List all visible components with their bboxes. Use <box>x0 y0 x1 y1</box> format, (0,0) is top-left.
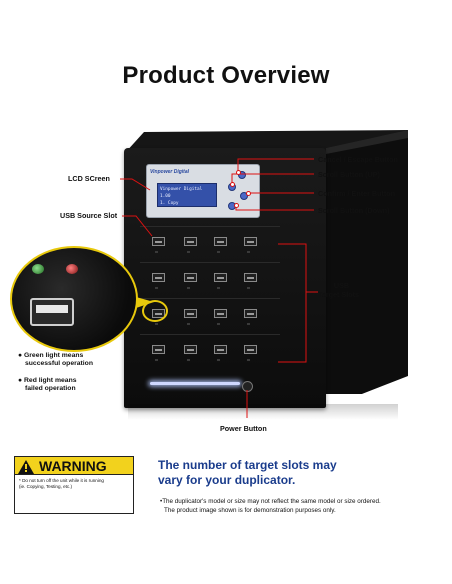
status-led <box>247 323 250 325</box>
usb-target-port[interactable] <box>184 237 197 246</box>
red-led-icon <box>66 264 78 274</box>
status-led <box>247 359 250 361</box>
callout-marker <box>234 203 239 208</box>
green-led-icon <box>32 264 44 274</box>
usb-port-closeup-icon <box>30 298 74 326</box>
warning-header: WARNING <box>15 457 133 475</box>
status-led <box>217 359 220 361</box>
usb-target-port[interactable] <box>244 309 257 318</box>
callout-usb-target-line-2: Target Slots <box>318 290 360 299</box>
slots-note-line-2: The product image shown is for demonstra… <box>164 507 336 514</box>
slots-notice-heading: The number of target slots may vary for … <box>158 458 448 488</box>
confirm-enter-button[interactable] <box>240 192 248 200</box>
lcd-line-1: Vinpower Digital 1.00 <box>160 187 203 199</box>
legend-red-line-2: failed operation <box>25 385 76 392</box>
brand-logo: Vinpower Digital <box>150 169 189 175</box>
callout-usb-source-slot: USB Source Slot <box>60 211 118 220</box>
callout-marker <box>236 170 241 175</box>
callout-marker <box>246 191 251 196</box>
warning-line-1: * Do not turn off the unit while it is r… <box>19 478 104 483</box>
bullet-icon: ● <box>18 377 24 384</box>
callout-confirm-enter: Confirm / Enter Button <box>318 189 396 198</box>
usb-target-port[interactable] <box>214 309 227 318</box>
warning-heading: WARNING <box>39 458 107 474</box>
legend-red-line-1: Red light means <box>24 377 77 384</box>
power-button[interactable] <box>242 381 253 392</box>
callout-lcd-screen: LCD SCreen <box>68 174 110 183</box>
warning-triangle-icon <box>18 460 34 474</box>
usb-source-port[interactable] <box>152 237 165 246</box>
slots-heading-line-2: vary for your duplicator. <box>158 473 296 487</box>
legend-red: ● Red light means failed operation <box>18 377 77 393</box>
page-title: Product Overview <box>122 62 330 89</box>
status-led <box>155 287 158 289</box>
usb-target-port[interactable] <box>214 345 227 354</box>
status-led <box>247 251 250 253</box>
usb-target-port[interactable] <box>244 237 257 246</box>
lcd-screen: Vinpower Digital 1.00 1. Copy <box>157 183 217 207</box>
slots-notice-note: •The duplicator's model or size may not … <box>160 497 450 515</box>
legend-green: ● Green light means successful operation <box>18 352 93 368</box>
usb-target-port[interactable] <box>184 273 197 282</box>
slot-row-4 <box>140 334 280 371</box>
usb-target-port[interactable] <box>152 273 165 282</box>
status-led <box>155 323 158 325</box>
slot-row-1 <box>140 226 280 263</box>
callout-marker <box>230 182 235 187</box>
callout-usb-target-slots: USB Target Slots <box>318 281 359 299</box>
callout-cancel-escape: Cancel / Escape Button <box>318 155 398 164</box>
callout-usb-target-line-1: USB <box>333 281 350 290</box>
usb-target-port[interactable] <box>184 309 197 318</box>
callout-power-button: Power Button <box>220 424 267 433</box>
bullet-icon: ● <box>18 352 24 359</box>
status-led <box>187 287 190 289</box>
usb-target-port[interactable] <box>184 345 197 354</box>
slots-heading-line-1: The number of target slots may <box>158 458 337 472</box>
usb-port-tongue <box>36 305 68 313</box>
zoom-target-ring <box>142 300 168 322</box>
status-led <box>155 251 158 253</box>
legend-green-line-2: successful operation <box>25 360 93 367</box>
usb-target-port[interactable] <box>152 345 165 354</box>
base-reflection <box>128 404 398 420</box>
tower-side <box>326 130 408 394</box>
status-led <box>217 323 220 325</box>
status-led <box>155 359 158 361</box>
usb-target-port[interactable] <box>214 273 227 282</box>
status-led <box>187 251 190 253</box>
status-led <box>217 287 220 289</box>
usb-target-port[interactable] <box>244 345 257 354</box>
front-light-strip <box>150 382 240 385</box>
usb-target-port[interactable] <box>214 237 227 246</box>
warning-text: * Do not turn off the unit while it is r… <box>19 478 129 490</box>
callout-scroll-up: Scroll Button (UP) <box>318 170 380 179</box>
lcd-line-2: 1. Copy <box>160 201 179 206</box>
usb-target-port[interactable] <box>244 273 257 282</box>
callout-scroll-down: Scroll Button (Down) <box>318 206 390 215</box>
slots-note-line-1: •The duplicator's model or size may not … <box>160 498 381 505</box>
warning-line-2: (ie. Copying, Testing, etc.) <box>19 484 73 489</box>
status-led <box>187 323 190 325</box>
status-led <box>187 359 190 361</box>
legend-green-line-1: Green light means <box>24 352 84 359</box>
slot-row-2 <box>140 262 280 299</box>
status-led <box>247 287 250 289</box>
status-led <box>217 251 220 253</box>
